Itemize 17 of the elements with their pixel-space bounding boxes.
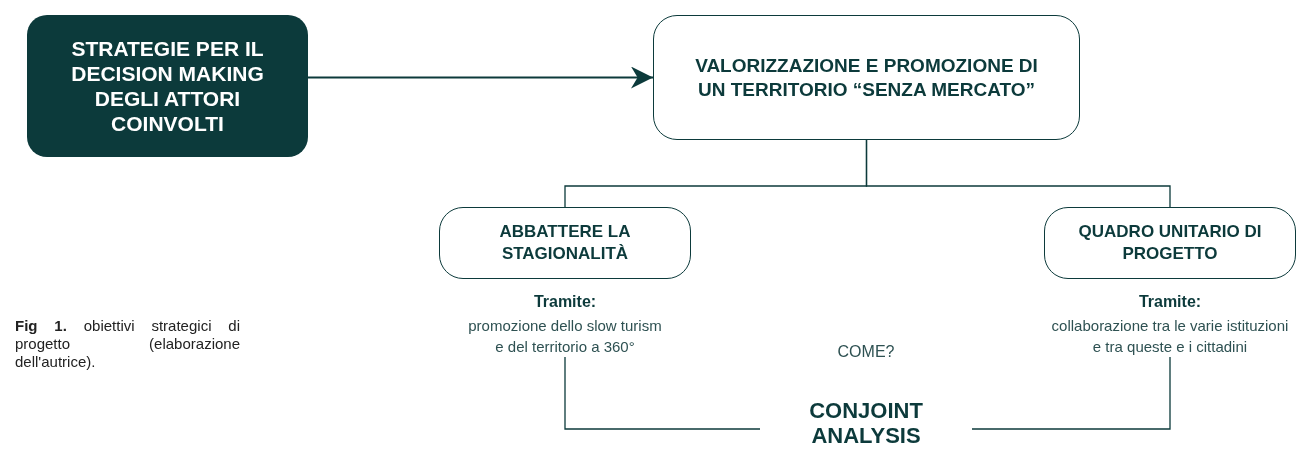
note-heading: Tramite: <box>1138 293 1202 311</box>
heading-text: CONJOINT ANALYSIS <box>776 398 956 448</box>
connector-line <box>564 356 761 430</box>
box-title: VALORIZZAZIONE E PROMOZIONE DI UN TERRITORIO “SENZA MERCATO” <box>694 53 1039 102</box>
connector-line <box>865 139 1171 208</box>
arrow <box>307 66 654 89</box>
box-title: QUADRO UNITARIO DI PROGETTO <box>1077 221 1263 265</box>
process-box <box>27 15 308 157</box>
box-title: ABBATTERE LA STAGIONALITÀ <box>498 221 632 265</box>
note-text: collaborazione tra le varie istituzioni e tra queste e i cittadini <box>1050 316 1290 357</box>
figure-caption: Fig 1. obiettivi strategici di progetto (elaborazione dell'autrice). <box>15 317 240 371</box>
connector-line <box>971 356 1171 430</box>
box-title: STRATEGIE PER IL DECISION MAKING DEGLI ATTORI COINVOLTI <box>70 36 265 136</box>
note-heading: Tramite: <box>533 293 597 311</box>
question-label: COME? <box>836 343 896 361</box>
rounded-box <box>653 15 1080 140</box>
note-text: promozione dello slow turism e del territorio a 360° <box>467 316 663 357</box>
